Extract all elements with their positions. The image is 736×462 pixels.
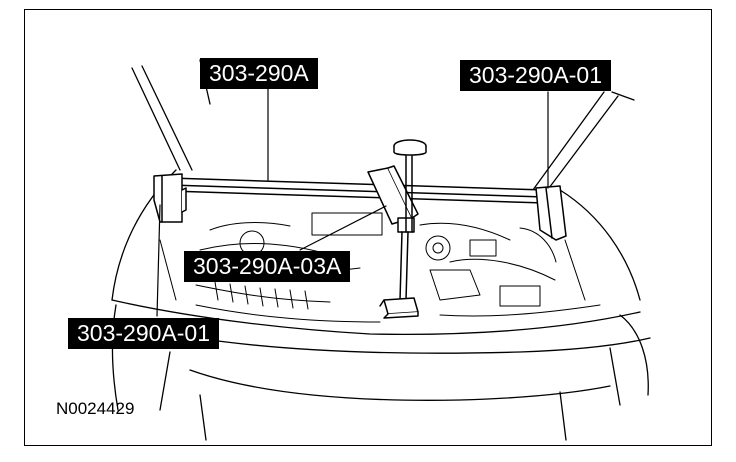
figure-id: N0024429 — [56, 399, 135, 418]
hood-right-edge — [529, 91, 635, 201]
callout-hook-bracket: 303-290A-03A — [184, 251, 351, 282]
left-support-foot — [153, 173, 187, 223]
vehicle-body-outline — [111, 169, 651, 441]
lifting-hook-assembly — [379, 139, 427, 319]
center-slide-bracket — [367, 165, 419, 233]
diagram-frame — [24, 9, 712, 446]
callout-support-foot-right: 303-290A-01 — [460, 60, 611, 91]
hood-left-edge — [131, 59, 211, 171]
callout-support-foot-left: 303-290A-01 — [68, 318, 219, 349]
leader-lines — [156, 87, 549, 317]
callout-support-bar: 303-290A — [200, 58, 318, 89]
right-support-foot — [535, 185, 567, 241]
support-bar — [169, 177, 546, 204]
